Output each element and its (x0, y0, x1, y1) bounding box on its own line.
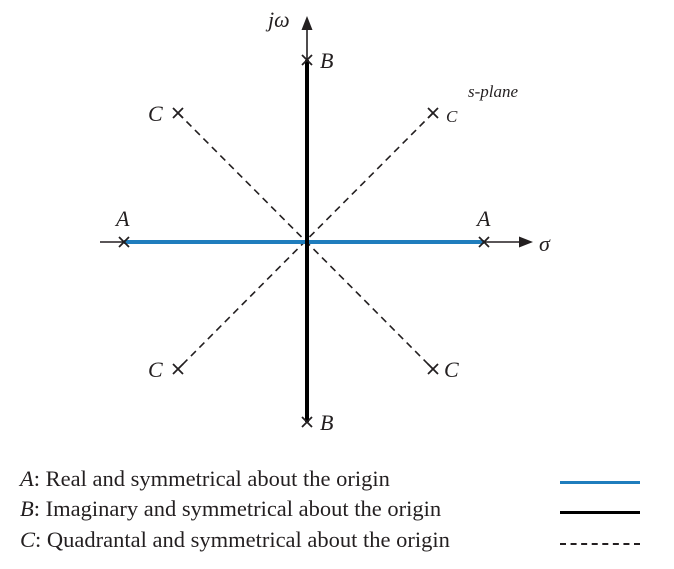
label-C-upper-left: C (148, 101, 163, 126)
marker-B-bottom (301, 416, 313, 428)
legend-text: : Real and symmetrical about the origin (33, 466, 390, 491)
marker-C-upper-left (172, 107, 184, 119)
legend-swatch-imaginary (560, 511, 640, 514)
real-axis-arrow-icon (519, 236, 533, 248)
marker-A-left (118, 236, 130, 248)
marker-C-lower-right (427, 363, 439, 375)
legend-item-real: A: Real and symmetrical about the origin (20, 466, 390, 492)
legend-text: : Quadrantal and symmetrical about the o… (35, 527, 450, 552)
legend-item-quadrantal: C: Quadrantal and symmetrical about the … (20, 527, 450, 553)
legend-item-imaginary: B: Imaginary and symmetrical about the o… (20, 496, 441, 522)
legend-swatch-quadrantal (560, 543, 640, 545)
legend-key: A (20, 466, 34, 491)
real-axis-label: σ (539, 231, 551, 256)
label-B-bottom: B (320, 410, 333, 435)
legend-key: C (20, 527, 36, 552)
imag-axis-arrow-icon (301, 16, 313, 30)
label-C-lower-right: C (444, 357, 459, 382)
label-C-lower-left: C (148, 357, 163, 382)
label-B-top: B (320, 48, 333, 73)
marker-B-top (301, 54, 313, 66)
marker-C-lower-left (172, 363, 184, 375)
marker-C-upper-right (427, 107, 439, 119)
legend-swatch-real (560, 481, 640, 484)
legend-key: B (20, 496, 34, 521)
label-A-right: A (475, 206, 491, 231)
label-A-left: A (114, 206, 130, 231)
imag-axis-label: jω (265, 7, 290, 32)
label-C-upper-right: C (446, 107, 458, 126)
legend-text: : Imaginary and symmetrical about the or… (33, 496, 442, 521)
plane-label: s-plane (468, 82, 519, 101)
marker-A-right (478, 236, 490, 248)
